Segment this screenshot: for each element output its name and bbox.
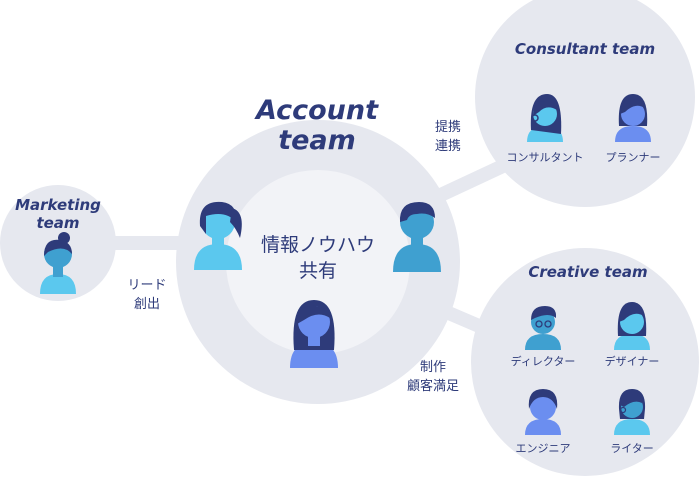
engineer-role-label: エンジニア xyxy=(515,442,571,455)
marketing-team-title-line2: team xyxy=(36,214,80,232)
consultant-avatar xyxy=(527,94,563,142)
edge-production-line2: 顧客満足 xyxy=(406,379,459,394)
designer-role-label: デザイナー xyxy=(604,355,660,368)
planner-role-label: プランナー xyxy=(605,151,661,164)
marketing-team-title-line1: Marketing xyxy=(15,196,101,214)
writer-avatar xyxy=(614,389,650,435)
creative-team-title: Creative team xyxy=(528,263,648,281)
edge-partnership-line2: 連携 xyxy=(434,139,461,154)
edge-label-lead-generation: リード 創出 xyxy=(112,276,182,314)
account-center-line2: 共有 xyxy=(298,260,337,282)
account-team-inner-circle xyxy=(226,170,410,354)
director-role-label: ディレクター xyxy=(510,355,576,368)
designer-avatar xyxy=(614,302,650,350)
edge-lead-line1: リード xyxy=(127,278,167,293)
consultant-team-circle xyxy=(475,0,695,207)
account-person-left-avatar xyxy=(194,201,242,270)
edge-label-production: 制作 顧客満足 xyxy=(388,358,478,396)
consultant-role-label: コンサルタント xyxy=(506,151,584,164)
planner-avatar xyxy=(615,94,651,142)
account-person-bottom-avatar xyxy=(290,300,338,368)
edge-partnership-line1: 提携 xyxy=(434,120,461,135)
writer-role-label: ライター xyxy=(610,442,654,455)
director-avatar xyxy=(525,306,561,350)
account-team-title: Account team xyxy=(232,96,402,156)
marketing-person-avatar xyxy=(40,232,76,294)
engineer-avatar xyxy=(525,389,561,435)
account-team-title-line2: team xyxy=(278,125,356,156)
consultant-team-title: Consultant team xyxy=(514,40,656,58)
edge-lead-line2: 創出 xyxy=(133,297,160,312)
account-team-center-text: 情報ノウハウ 共有 xyxy=(238,232,398,284)
edge-production-line1: 制作 xyxy=(419,360,446,375)
account-person-right-avatar xyxy=(393,202,441,272)
marketing-team-title: Marketing team xyxy=(8,196,108,232)
edge-label-partnership: 提携 連携 xyxy=(418,118,478,156)
account-team-title-line1: Account xyxy=(256,95,378,126)
account-center-line1: 情報ノウハウ xyxy=(260,234,375,256)
